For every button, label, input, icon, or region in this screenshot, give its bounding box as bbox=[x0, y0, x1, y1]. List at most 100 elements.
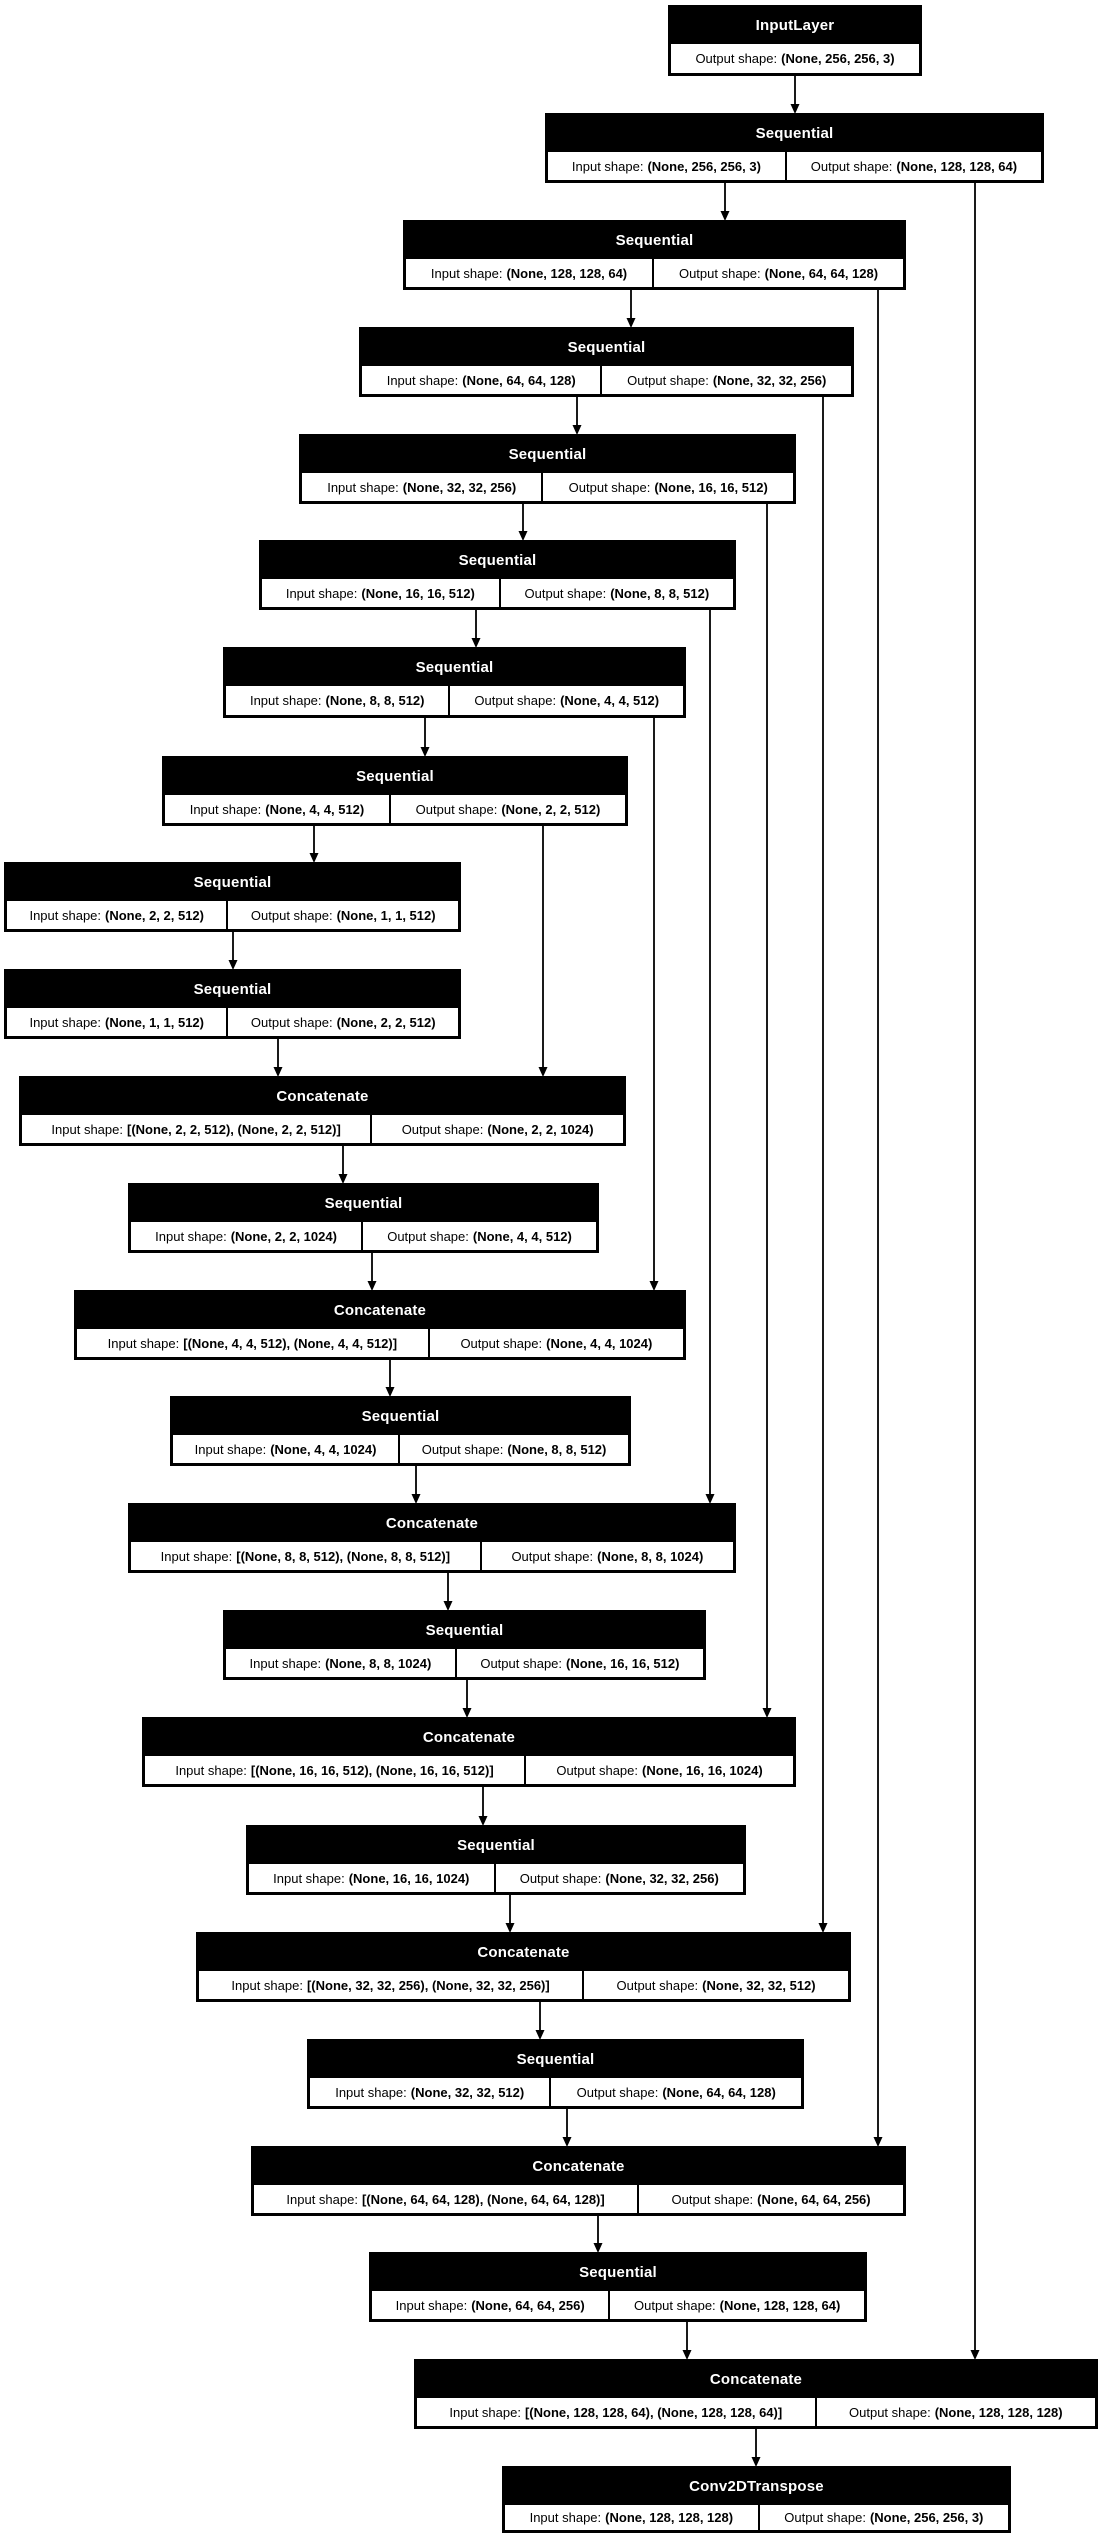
edge-arrow-inp-to-s1 bbox=[790, 76, 800, 114]
input-shape-cell: Input shape:(None, 4, 4, 512) bbox=[164, 794, 390, 824]
shape-value: (None, 2, 2, 512) bbox=[336, 1014, 436, 1030]
shape-value: (None, 256, 256, 3) bbox=[869, 2510, 984, 2525]
layer-type-title: Concatenate bbox=[477, 1943, 570, 1961]
input-shape-cell: Input shape:(None, 8, 8, 1024) bbox=[225, 1648, 456, 1678]
layer-type-title: Concatenate bbox=[709, 2370, 803, 2388]
shape-cells-row: Input shape:(None, 8, 8, 1024)Output sha… bbox=[225, 1648, 704, 1678]
shape-label: Output shape: bbox=[576, 2084, 659, 2100]
layer-type-title: Sequential bbox=[324, 1194, 403, 1212]
shape-value: (None, 32, 32, 256) bbox=[712, 372, 827, 388]
layer-type-title: Sequential bbox=[457, 1836, 535, 1854]
input-shape-cell: Input shape:[(None, 128, 128, 64), (None… bbox=[416, 2397, 816, 2427]
shape-value: (None, 64, 64, 128) bbox=[764, 265, 879, 281]
shape-label: Output shape: bbox=[616, 1977, 699, 1993]
shape-cells-row: Input shape:(None, 64, 64, 256)Output sh… bbox=[371, 2290, 866, 2320]
shape-label: Output shape: bbox=[810, 158, 893, 174]
input-shape-cell: Input shape:[(None, 2, 2, 512), (None, 2… bbox=[21, 1114, 372, 1144]
output-shape-cell: Output shape:(None, 16, 16, 512) bbox=[455, 1648, 704, 1678]
input-shape-cell: Input shape:[(None, 8, 8, 512), (None, 8… bbox=[130, 1541, 481, 1571]
shape-value: (None, 8, 8, 512) bbox=[610, 585, 710, 601]
shape-cells-row: Input shape:(None, 64, 64, 128)Output sh… bbox=[361, 365, 853, 395]
output-shape-cell: Output shape:(None, 32, 32, 512) bbox=[583, 1970, 850, 2000]
shape-label: Output shape: bbox=[678, 265, 761, 281]
input-shape-cell: Input shape:(None, 128, 128, 128) bbox=[504, 2504, 759, 2531]
shape-value: [(None, 32, 32, 256), (None, 32, 32, 256… bbox=[306, 1977, 550, 1993]
edge-arrow-c4-to-s13 bbox=[478, 1787, 488, 1826]
shape-value: (None, 128, 128, 128) bbox=[934, 2404, 1063, 2420]
edge-arrow-s7-to-s8 bbox=[309, 826, 319, 863]
skip-connection-arrow-s4-to-c4 bbox=[762, 504, 772, 1718]
input-shape-cell: Input shape:(None, 256, 256, 3) bbox=[547, 151, 786, 181]
shape-value: [(None, 128, 128, 64), (None, 128, 128, … bbox=[524, 2404, 783, 2420]
skip-connection-arrow-s3-to-c5 bbox=[818, 397, 828, 1933]
output-shape-cell: Output shape:(None, 2, 2, 512) bbox=[389, 794, 627, 824]
edge-arrow-s15-to-c7 bbox=[682, 2322, 692, 2360]
edge-arrow-s14-to-c6 bbox=[562, 2109, 572, 2147]
shape-value: (None, 256, 256, 3) bbox=[647, 158, 761, 174]
shape-value: (None, 1, 1, 512) bbox=[105, 1014, 204, 1030]
input-shape-cell: Input shape:(None, 64, 64, 256) bbox=[371, 2290, 610, 2320]
edge-arrow-c7-to-out bbox=[751, 2429, 761, 2467]
shape-value: (None, 32, 32, 256) bbox=[605, 1870, 719, 1886]
layer-type-title: Sequential bbox=[516, 2050, 595, 2068]
shape-label: Output shape: bbox=[387, 1228, 469, 1244]
shape-cells-row: Input shape:(None, 8, 8, 512)Output shap… bbox=[225, 685, 685, 716]
input-shape-cell: Input shape:(None, 1, 1, 512) bbox=[6, 1007, 228, 1037]
edge-arrow-s1-to-s2 bbox=[720, 183, 730, 221]
shape-value: (None, 32, 32, 256) bbox=[402, 479, 517, 495]
output-shape-cell: Output shape:(None, 4, 4, 512) bbox=[449, 685, 685, 716]
shape-label: Output shape: bbox=[784, 2510, 866, 2525]
output-shape-cell: Output shape:(None, 1, 1, 512) bbox=[227, 900, 460, 930]
layer-type-title: Sequential bbox=[567, 338, 646, 356]
shape-value: (None, 16, 16, 1024) bbox=[348, 1870, 470, 1886]
shape-label: Output shape: bbox=[695, 51, 778, 66]
input-shape-cell: Input shape:(None, 64, 64, 128) bbox=[361, 365, 602, 395]
shape-cells-row: Input shape:[(None, 32, 32, 256), (None,… bbox=[198, 1970, 850, 2000]
output-shape-cell: Output shape:(None, 32, 32, 256) bbox=[601, 365, 853, 395]
shape-label: Input shape: bbox=[449, 2404, 521, 2420]
skip-connection-arrow-s6-to-c2 bbox=[649, 718, 659, 1291]
edge-arrow-s11-to-c3 bbox=[411, 1466, 421, 1504]
shape-cells-row: Input shape:[(None, 16, 16, 512), (None,… bbox=[144, 1755, 795, 1785]
shape-label: Input shape: bbox=[160, 1548, 233, 1564]
shape-cells-row: Input shape:[(None, 2, 2, 512), (None, 2… bbox=[21, 1114, 625, 1144]
shape-label: Output shape: bbox=[460, 1335, 543, 1351]
shape-value: (None, 4, 4, 512) bbox=[265, 801, 365, 817]
layer-type-title: Sequential bbox=[425, 1621, 504, 1639]
input-shape-cell: Input shape:(None, 16, 16, 512) bbox=[261, 578, 500, 608]
shape-value: (None, 2, 2, 512) bbox=[501, 801, 601, 817]
layer-type-title: Sequential bbox=[361, 1407, 440, 1425]
shape-label: Output shape: bbox=[519, 1870, 602, 1886]
output-shape-cell: Output shape:(None, 16, 16, 512) bbox=[542, 472, 795, 502]
input-shape-cell: Input shape:(None, 8, 8, 512) bbox=[225, 685, 450, 716]
shape-cells-row: Input shape:(None, 2, 2, 1024)Output sha… bbox=[130, 1221, 597, 1251]
shape-value: (None, 64, 64, 128) bbox=[462, 372, 576, 388]
input-shape-cell: Input shape:(None, 2, 2, 1024) bbox=[130, 1221, 363, 1251]
skip-connection-arrow-s1-to-c7 bbox=[970, 183, 980, 2360]
shape-label: Input shape: bbox=[285, 585, 358, 601]
shape-value: [(None, 2, 2, 512), (None, 2, 2, 512)] bbox=[126, 1121, 341, 1137]
shape-label: Input shape: bbox=[29, 907, 102, 923]
input-shape-cell: Input shape:(None, 32, 32, 256) bbox=[301, 472, 543, 502]
shape-cells-row: Input shape:(None, 256, 256, 3) Output sh… bbox=[547, 151, 1043, 181]
shape-cells-row: Output shape:(None, 256, 256, 3) bbox=[670, 43, 920, 74]
output-shape-cell: Output shape:(None, 256, 256, 3) bbox=[758, 2504, 1009, 2531]
shape-label: Output shape: bbox=[250, 907, 333, 923]
shape-value: (None, 16, 16, 512) bbox=[566, 1655, 680, 1671]
output-shape-cell: Output shape:(None, 4, 4, 512) bbox=[362, 1221, 597, 1251]
edge-arrow-c1-to-s10 bbox=[338, 1146, 348, 1184]
shape-label: Input shape: bbox=[155, 1228, 227, 1244]
shape-value: (None, 128, 128, 128) bbox=[605, 2510, 734, 2525]
input-shape-cell: Input shape:(None, 2, 2, 512) bbox=[6, 900, 228, 930]
shape-value: (None, 256, 256, 3) bbox=[781, 51, 895, 66]
edge-arrow-s3-to-s4 bbox=[572, 397, 582, 435]
